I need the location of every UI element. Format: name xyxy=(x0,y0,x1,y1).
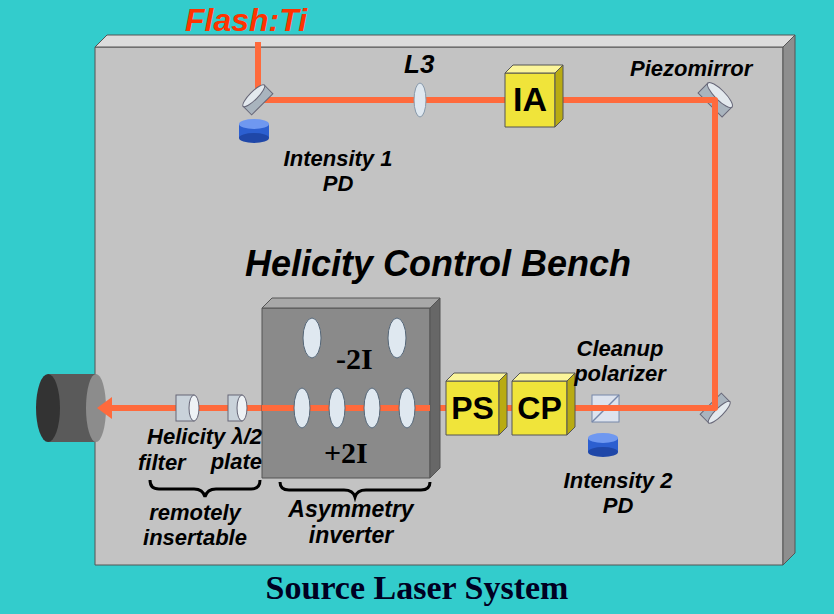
photodiode-top xyxy=(239,119,269,129)
waveplate-label: Helicity λ/2 plate xyxy=(110,424,262,475)
top-face xyxy=(262,298,440,308)
lens xyxy=(303,318,321,358)
front-face xyxy=(505,73,555,127)
mirror-face xyxy=(704,79,735,110)
side-face xyxy=(499,373,507,435)
half-wave-plate xyxy=(228,395,247,421)
top-face xyxy=(446,373,507,381)
inverter-sign: -2I xyxy=(336,342,373,377)
box-label: IA xyxy=(513,80,547,119)
detector-end xyxy=(36,374,60,442)
plate-face xyxy=(237,395,247,421)
source-label: Flash:Ti xyxy=(185,2,307,39)
front-face xyxy=(446,381,499,435)
photodiode xyxy=(588,433,618,457)
cp-box: CP xyxy=(512,373,575,435)
side-face xyxy=(430,298,440,478)
filter-face xyxy=(189,395,199,421)
polarizer-label: Cleanup polarizer xyxy=(560,336,680,387)
lens-label: L3 xyxy=(404,50,434,80)
bench-board: Helicity Control Bench IA -2I +2I Asymmetry … xyxy=(95,35,795,565)
lens xyxy=(364,388,380,428)
box-label: PS xyxy=(451,390,494,427)
side-face xyxy=(783,35,795,565)
laser-beam xyxy=(255,97,505,103)
mirror-face xyxy=(240,82,267,109)
front-face xyxy=(512,381,567,435)
inverter-sign: +2I xyxy=(324,436,368,471)
filter-label: filter xyxy=(138,450,186,475)
front-face xyxy=(95,47,783,565)
photodiode-label: Intensity 1 PD xyxy=(268,146,408,197)
caption: Source Laser System xyxy=(0,568,834,607)
lens xyxy=(388,318,406,358)
mirror xyxy=(240,82,273,115)
laser-beam xyxy=(430,405,446,411)
side-face xyxy=(567,373,575,435)
side-face xyxy=(555,65,563,127)
lens xyxy=(294,388,310,428)
part-label: Asymmetry inverter xyxy=(262,496,440,549)
top-face xyxy=(512,373,575,381)
ia-box: IA xyxy=(505,65,563,127)
photodiode-base xyxy=(239,133,269,143)
laser-beam xyxy=(507,405,512,411)
lens xyxy=(329,388,345,428)
mirror-label: Piezomirror xyxy=(630,56,752,81)
photodiode-label: Intensity 2 PD xyxy=(548,468,688,519)
note-label: remotely insertable xyxy=(110,500,280,551)
bench-title: Helicity Control Bench xyxy=(245,243,631,284)
photodiode-top xyxy=(588,433,618,443)
lens xyxy=(399,388,415,428)
detector xyxy=(36,374,106,442)
front-face xyxy=(262,308,430,478)
photodiode xyxy=(239,119,269,143)
bracket xyxy=(280,482,430,497)
mirror-face xyxy=(706,399,733,426)
beam-arrowhead xyxy=(97,397,112,419)
helicity-filter xyxy=(176,395,199,421)
bracket xyxy=(150,480,260,497)
box-label: CP xyxy=(517,390,561,427)
top-face xyxy=(505,65,563,73)
ps-box: PS xyxy=(446,373,507,435)
lens xyxy=(414,83,426,117)
bench-board-outline xyxy=(95,35,795,565)
photodiode-base xyxy=(588,447,618,457)
asymmetry-inverter-box: -2I+2IAsymmetry inverter xyxy=(262,298,440,478)
